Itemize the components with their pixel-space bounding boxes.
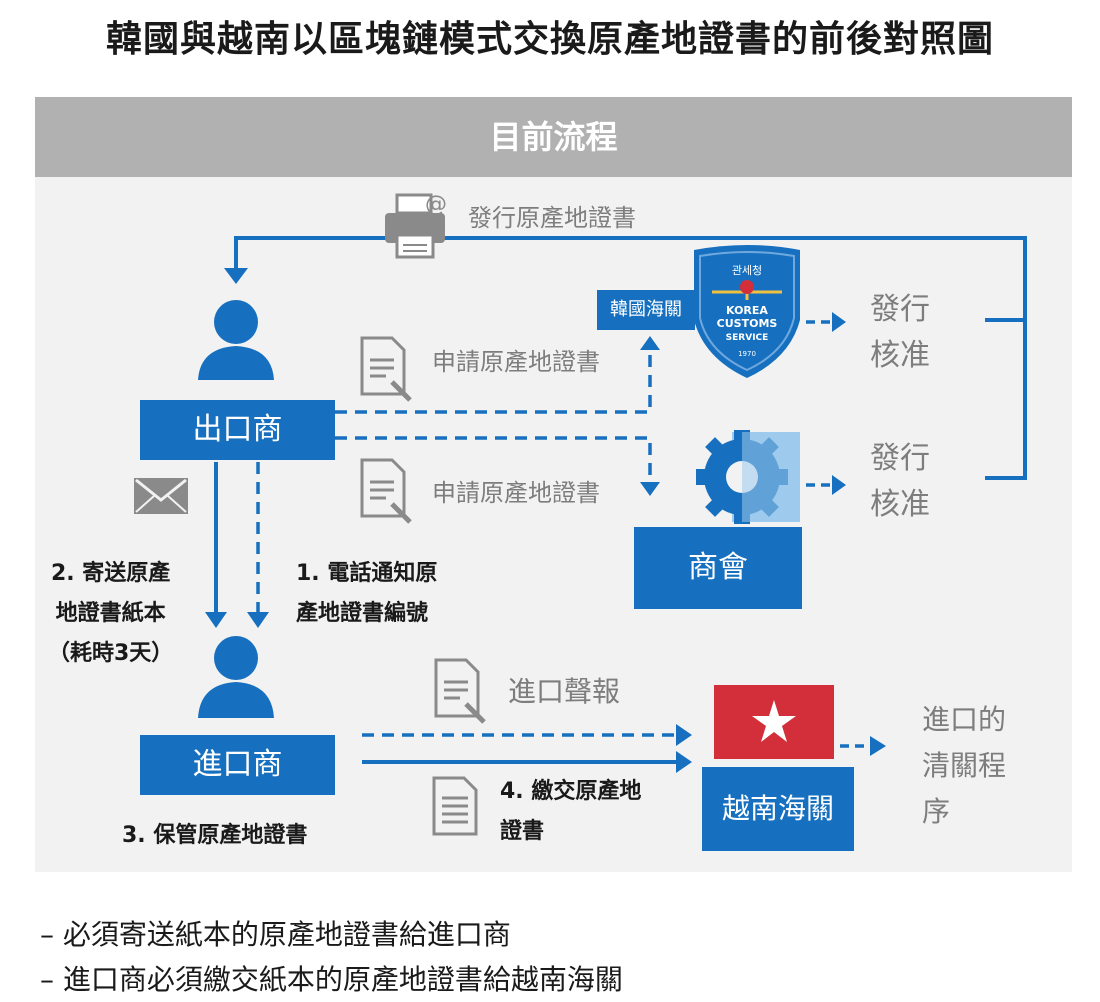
- step2-line2: 地證書紙本: [55, 601, 166, 626]
- clearance-line2: 清關程: [922, 749, 1007, 782]
- document-icon-apply-1: [360, 336, 412, 402]
- phone-notify-arrow: [247, 462, 269, 628]
- step1-label: 1. 電話通知原 產地證書編號: [296, 554, 437, 634]
- document-icon-submit: [432, 776, 478, 836]
- shield-text-customs: CUSTOMS: [717, 317, 778, 330]
- document-icon-declaration: [434, 658, 486, 724]
- note-item: – 進口商必須繳交紙本的原產地證書給越南海關: [40, 963, 623, 996]
- importer-person-icon: [198, 636, 274, 718]
- import-declaration-arrow: [362, 724, 692, 746]
- chamber-issue-arrow: [806, 475, 846, 495]
- step1-line1: 1. 電話通知原: [296, 561, 438, 586]
- korea-customs-label: 韓國海關: [597, 290, 695, 330]
- svg-text:@: @: [425, 192, 447, 217]
- vietnam-customs-box: 越南海關: [702, 767, 854, 851]
- diagram-title: 韓國與越南以區塊鏈模式交換原產地證書的前後對照圖: [105, 19, 994, 60]
- clearance-line1: 進口的: [922, 703, 1007, 736]
- step1-line2: 產地證書編號: [296, 601, 429, 626]
- issue-approve-1-line1: 發行: [870, 292, 930, 327]
- apply-to-chamber-line: [335, 436, 660, 496]
- importer-box: 進口商: [140, 735, 335, 795]
- document-icon-apply-2: [360, 458, 412, 524]
- step3-label: 3. 保管原產地證書: [122, 823, 308, 848]
- issue-approve-2-line2: 核准: [870, 487, 930, 522]
- issue-approve-2-line1: 發行: [870, 441, 930, 476]
- chamber-box: 商會: [634, 527, 802, 609]
- vietnam-flag-icon: [714, 685, 834, 759]
- step4-line2: 證書: [500, 819, 545, 844]
- clearance-line3: 序: [922, 795, 951, 828]
- step4-line1: 4. 繳交原產地: [500, 779, 642, 804]
- shield-text-service: SERVICE: [726, 333, 769, 343]
- kcs-issue-arrow: [806, 312, 846, 332]
- shield-text-korea: KOREA: [726, 304, 768, 317]
- import-clearance-label: 進口的 清關程 序: [922, 697, 1006, 835]
- shield-korean-text: 관세청: [732, 264, 762, 277]
- apply-to-korea-customs-line: [335, 336, 660, 414]
- note-item: – 必須寄送紙本的原產地證書給進口商: [40, 918, 511, 951]
- import-declaration-label: 進口聲報: [508, 675, 621, 708]
- shield-text-year: 1970: [738, 350, 756, 358]
- step4-label: 4. 繳交原產地 證書: [500, 772, 641, 852]
- mail-paper-certificate-arrow: [205, 462, 227, 628]
- envelope-icon: [134, 478, 188, 514]
- notes-list: – 必須寄送紙本的原產地證書給進口商 – 進口商必須繳交紙本的原產地證書給越南海…: [40, 912, 623, 1002]
- chamber-gear-icon: [696, 430, 800, 524]
- clearance-arrow: [840, 736, 886, 756]
- step2-line1: 2. 寄送原產: [50, 561, 171, 586]
- panel-header: 目前流程: [35, 97, 1072, 177]
- issue-approve-label-1: 發行 核准: [870, 287, 930, 379]
- apply-certificate-label-2: 申請原產地證書: [432, 479, 600, 507]
- apply-certificate-label-1: 申請原產地證書: [432, 348, 600, 376]
- exporter-person-icon: [198, 300, 274, 380]
- korea-customs-shield-icon: 관세청 KOREA CUSTOMS SERVICE 1970: [694, 245, 800, 378]
- submit-certificate-arrow: [362, 751, 692, 773]
- step2-line3: （耗時3天）: [48, 641, 174, 666]
- issue-approve-label-2: 發行 核准: [870, 436, 930, 528]
- printer-icon: @: [385, 192, 447, 259]
- issue-return-loop: [224, 236, 1027, 480]
- exporter-box: 出口商: [140, 400, 335, 460]
- issue-certificate-label: 發行原產地證書: [468, 204, 636, 232]
- issue-approve-1-line2: 核准: [870, 338, 930, 373]
- step2-label: 2. 寄送原產 地證書紙本 （耗時3天）: [48, 554, 173, 674]
